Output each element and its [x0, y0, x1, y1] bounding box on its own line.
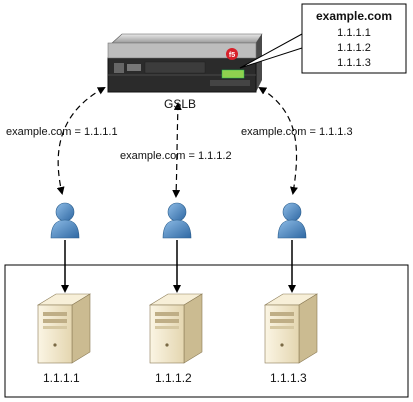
gslb-label: GSLB [164, 97, 197, 111]
svg-text:f5: f5 [229, 52, 235, 59]
user-icon [277, 202, 307, 239]
dns-response-label: example.com = 1.1.1.2 [120, 150, 232, 162]
callout-record: 1.1.1.1 [337, 27, 371, 39]
server-icon [36, 293, 92, 364]
server-icon [263, 293, 319, 364]
callout-box [301, 3, 407, 74]
dns-path-right [258, 86, 298, 195]
dns-records-callout: example.com 1.1.1.1 1.1.1.2 1.1.1.3 [302, 4, 406, 73]
dns-response-label: example.com = 1.1.1.1 [6, 126, 118, 138]
callout-record: 1.1.1.3 [337, 57, 371, 69]
server-ip-label: 1.1.1.1 [43, 371, 80, 385]
server-ip-label: 1.1.1.2 [155, 371, 192, 385]
dns-response-label: example.com = 1.1.1.3 [241, 126, 353, 138]
dns-path-left [56, 87, 106, 195]
callout-record: 1.1.1.2 [337, 42, 371, 54]
dns-path-middle [172, 102, 182, 198]
server-farm-box [4, 264, 409, 398]
server-icon [148, 293, 204, 364]
gslb-appliance-icon: f5 [107, 33, 263, 93]
user-icon [50, 202, 80, 239]
callout-domain: example.com [315, 9, 393, 23]
user-icon [162, 202, 192, 239]
server-ip-label: 1.1.1.3 [270, 371, 307, 385]
